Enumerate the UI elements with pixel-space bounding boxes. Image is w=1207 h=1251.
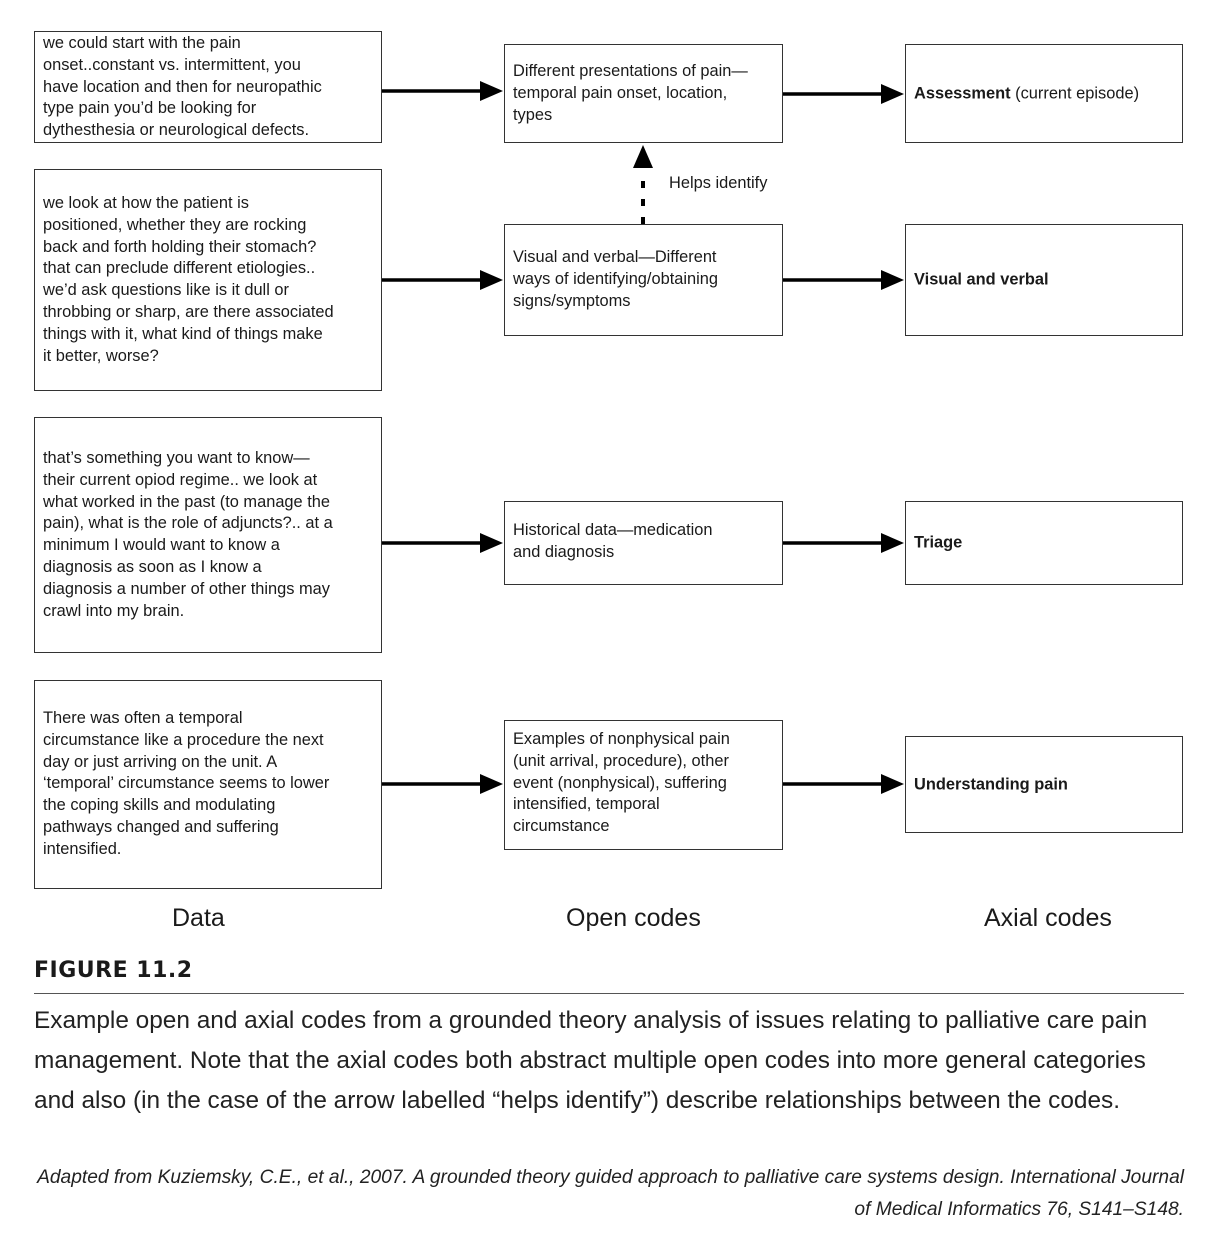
column-label-data: Data xyxy=(172,904,225,932)
open-code-box-4: Examples of nonphysical pain (unit arriv… xyxy=(504,720,783,850)
column-label-open-codes: Open codes xyxy=(566,904,701,932)
arrow-data-to-open-3 xyxy=(382,533,503,553)
caption-divider xyxy=(34,993,1184,994)
figure-credit: Adapted from Kuziemsky, C.E., et al., 20… xyxy=(37,1167,1184,1220)
arrow-data-to-open-1 xyxy=(382,81,503,101)
axial-code-box-3: Triage xyxy=(905,501,1183,585)
axial-code-box-4: Understanding pain xyxy=(905,736,1183,833)
data-quote-1: we could start with the pain onset..cons… xyxy=(43,34,322,140)
arrow-open-to-axial-3 xyxy=(783,533,904,553)
figure-caption: Example open and axial codes from a grou… xyxy=(34,1007,1148,1114)
open-code-box-1: Different presentations of pain— tempora… xyxy=(504,44,783,143)
open-code-box-3: Historical data—medication and diagnosis xyxy=(504,501,783,585)
axial-code-2: Visual and verbal xyxy=(914,270,1049,289)
open-code-2: Visual and verbal—Different ways of iden… xyxy=(513,248,719,310)
open-code-1: Different presentations of pain— tempora… xyxy=(513,62,748,124)
open-code-3: Historical data—medication and diagnosis xyxy=(513,521,713,561)
axial-code-3: Triage xyxy=(914,533,963,552)
open-code-box-2: Visual and verbal—Different ways of iden… xyxy=(504,224,783,336)
arrow-helps-identify xyxy=(633,145,653,224)
arrow-data-to-open-4 xyxy=(382,774,503,794)
column-label-axial-codes: Axial codes xyxy=(984,904,1112,932)
data-quote-4: There was often a temporal circumstance … xyxy=(43,709,330,858)
data-box-3: that’s something you want to know— their… xyxy=(34,417,382,653)
arrow-open-to-axial-4 xyxy=(783,774,904,794)
arrow-open-to-axial-1 xyxy=(783,84,904,104)
data-box-1: we could start with the pain onset..cons… xyxy=(34,31,382,143)
data-quote-3: that’s something you want to know— their… xyxy=(43,449,333,620)
axial-code-box-2: Visual and verbal xyxy=(905,224,1183,336)
arrow-open-to-axial-2 xyxy=(783,270,904,290)
arrow-data-to-open-2 xyxy=(382,270,503,290)
axial-code-1: Assessment (current episode) xyxy=(914,84,1140,102)
helps-identify-label: Helps identify xyxy=(669,174,768,192)
open-code-4: Examples of nonphysical pain (unit arriv… xyxy=(513,730,730,836)
data-box-4: There was often a temporal circumstance … xyxy=(34,680,382,889)
axial-code-4: Understanding pain xyxy=(914,775,1068,793)
figure-number: FIGURE 11.2 xyxy=(34,958,193,983)
axial-code-box-1: Assessment (current episode) xyxy=(905,44,1183,143)
data-box-2: we look at how the patient is positioned… xyxy=(34,169,382,391)
data-quote-2: we look at how the patient is positioned… xyxy=(43,194,334,365)
